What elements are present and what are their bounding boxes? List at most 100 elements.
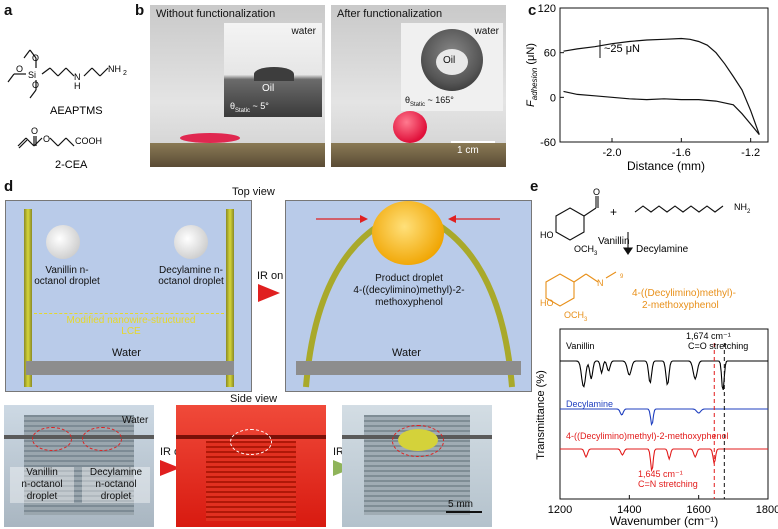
atom-o: O (32, 80, 39, 90)
lce-strip-left (24, 209, 32, 387)
product-droplet-marker (392, 425, 444, 457)
annotation-cn: 1,645 cm⁻¹ (638, 469, 683, 479)
angle-label: θStatic ~ 5° (230, 101, 269, 114)
svg-text:N: N (597, 278, 604, 288)
ir-on-arrow-icon (160, 460, 180, 476)
water-base (296, 361, 521, 375)
panel-label-c: c (528, 2, 537, 19)
atom-o: O (32, 53, 39, 63)
y-axis-label: Transmittance (%) (535, 370, 547, 459)
scale-label: 1 cm (457, 145, 479, 156)
water-label: Water (392, 347, 421, 359)
product-droplet (372, 201, 444, 265)
panel-a-structures: O Si O O N H NH 2 AEAPTMS O O COOH 2-CEA (7, 49, 127, 171)
ftir-spectra-chart: 1200 1400 1600 1800 Wavenumber (cm⁻¹) Trans… (535, 328, 778, 528)
side-photo-ir-on (176, 405, 326, 527)
contact-angle-inset: water Oil θStatic ~ 5° (224, 23, 322, 117)
water-label: water (291, 26, 316, 37)
x-tick-label: -1.2 (741, 147, 760, 159)
red-droplet-sphere (393, 111, 427, 143)
spectrum-vanillin (560, 360, 768, 390)
decylamine-droplet (174, 225, 208, 259)
oil-droplet-flat (254, 67, 294, 81)
scale-bar (446, 511, 482, 513)
spectrum-product (560, 448, 768, 473)
annotation-cn-stretch: C=N stretching (638, 479, 698, 489)
svg-text:O: O (593, 188, 600, 197)
svg-text:2: 2 (747, 209, 751, 215)
series-label-product: 4-((Decylimino)methyl)-2-methoxyphenol (566, 431, 729, 441)
panel-label-a: a (4, 2, 13, 19)
oil-label: Oil (443, 55, 456, 66)
annotation-25uN: ~25 μN (604, 43, 640, 55)
panel-label-b: b (135, 2, 145, 19)
decylamine-label: Decylamine (636, 244, 689, 255)
photo-after-functionalization: After functionalization water Oil θStati… (331, 5, 506, 167)
y-tick-label: 120 (538, 3, 556, 15)
x-tick-label: 1200 (548, 504, 572, 516)
product-droplet-label: Product droplet 4-((decylimino)methyl)-2… (353, 273, 465, 308)
substrate (331, 143, 506, 167)
water-label: Water (122, 415, 149, 426)
ir-on-label: IR on (257, 270, 284, 282)
oil-label: Oil (262, 83, 275, 94)
svg-text:3: 3 (584, 317, 588, 323)
vanillin-droplet-marker (32, 427, 72, 451)
series-label-vanillin: Vanillin (566, 341, 594, 351)
x-axis-label: Distance (mm) (627, 159, 705, 173)
x-tick-label: 1600 (686, 504, 710, 516)
atom-o: O (16, 64, 23, 74)
atom-o: O (43, 134, 50, 144)
series-label-decylamine: Decylamine (566, 399, 613, 409)
x-tick-label: 1400 (617, 504, 641, 516)
vanillin-droplet-label: Vanillin n-octanol droplet (34, 265, 100, 287)
vanillin-label: Vanillin (598, 236, 630, 247)
svg-text:3: 3 (594, 251, 598, 257)
annotation-co-stretch: C=O stretching (688, 341, 748, 351)
x-tick-label: 1800 (756, 504, 778, 516)
side-photo-ir-off: 5 mm (342, 405, 492, 527)
decylamine-droplet-label: Decylamine n-octanol droplet (158, 265, 224, 287)
y-axis-label: Fadhesion (μN) (525, 43, 539, 107)
atom-h: H (74, 81, 81, 91)
y-tick-label: 60 (544, 48, 556, 60)
top-view-before: Vanillin n-octanol droplet Decylamine n-… (5, 200, 252, 392)
water-label: water (474, 26, 499, 37)
atom-o: O (31, 126, 38, 136)
plot-frame (559, 328, 769, 500)
scale-label: 5 mm (448, 499, 473, 510)
lce-strip-right (226, 209, 234, 387)
angle-label: θStatic ~ 165° (405, 95, 454, 108)
oil-droplet-sphere (421, 29, 483, 91)
substrate (150, 143, 325, 167)
panel-label-e: e (530, 178, 539, 195)
svg-text:HO: HO (540, 230, 554, 240)
svg-text:+: + (610, 205, 617, 219)
svg-text:NH: NH (734, 202, 747, 212)
x-tick-label: -1.6 (672, 147, 691, 159)
atom-si: Si (28, 70, 36, 80)
water-label: Water (112, 347, 141, 359)
atom-n: N (74, 72, 81, 82)
atom-cooh: COOH (75, 136, 102, 146)
water-base (26, 361, 234, 375)
red-droplet-spread (180, 133, 240, 143)
y-tick-label: 0 (550, 92, 556, 104)
reaction-scheme: O HO OCH 3 + NH 2 Vanillin Decylamine HO… (540, 188, 751, 323)
contact-angle-inset: water Oil θStatic ~ 165° (401, 23, 503, 111)
lce-strip-bent-left (303, 218, 388, 388)
top-view-label: Top view (232, 186, 275, 198)
vanillin-droplet (46, 225, 80, 259)
svg-text:HO: HO (540, 298, 554, 308)
x-axis-label: Wavenumber (cm⁻¹) (610, 514, 719, 528)
decylamine-droplet-marker (82, 427, 122, 451)
photo-without-functionalization: Without functionalization water Oil θSta… (150, 5, 325, 167)
mol1-name: AEAPTMS (50, 105, 103, 117)
scale-bar (451, 141, 495, 143)
panel-label-d: d (4, 178, 14, 195)
y-tick-label: -60 (540, 137, 556, 149)
